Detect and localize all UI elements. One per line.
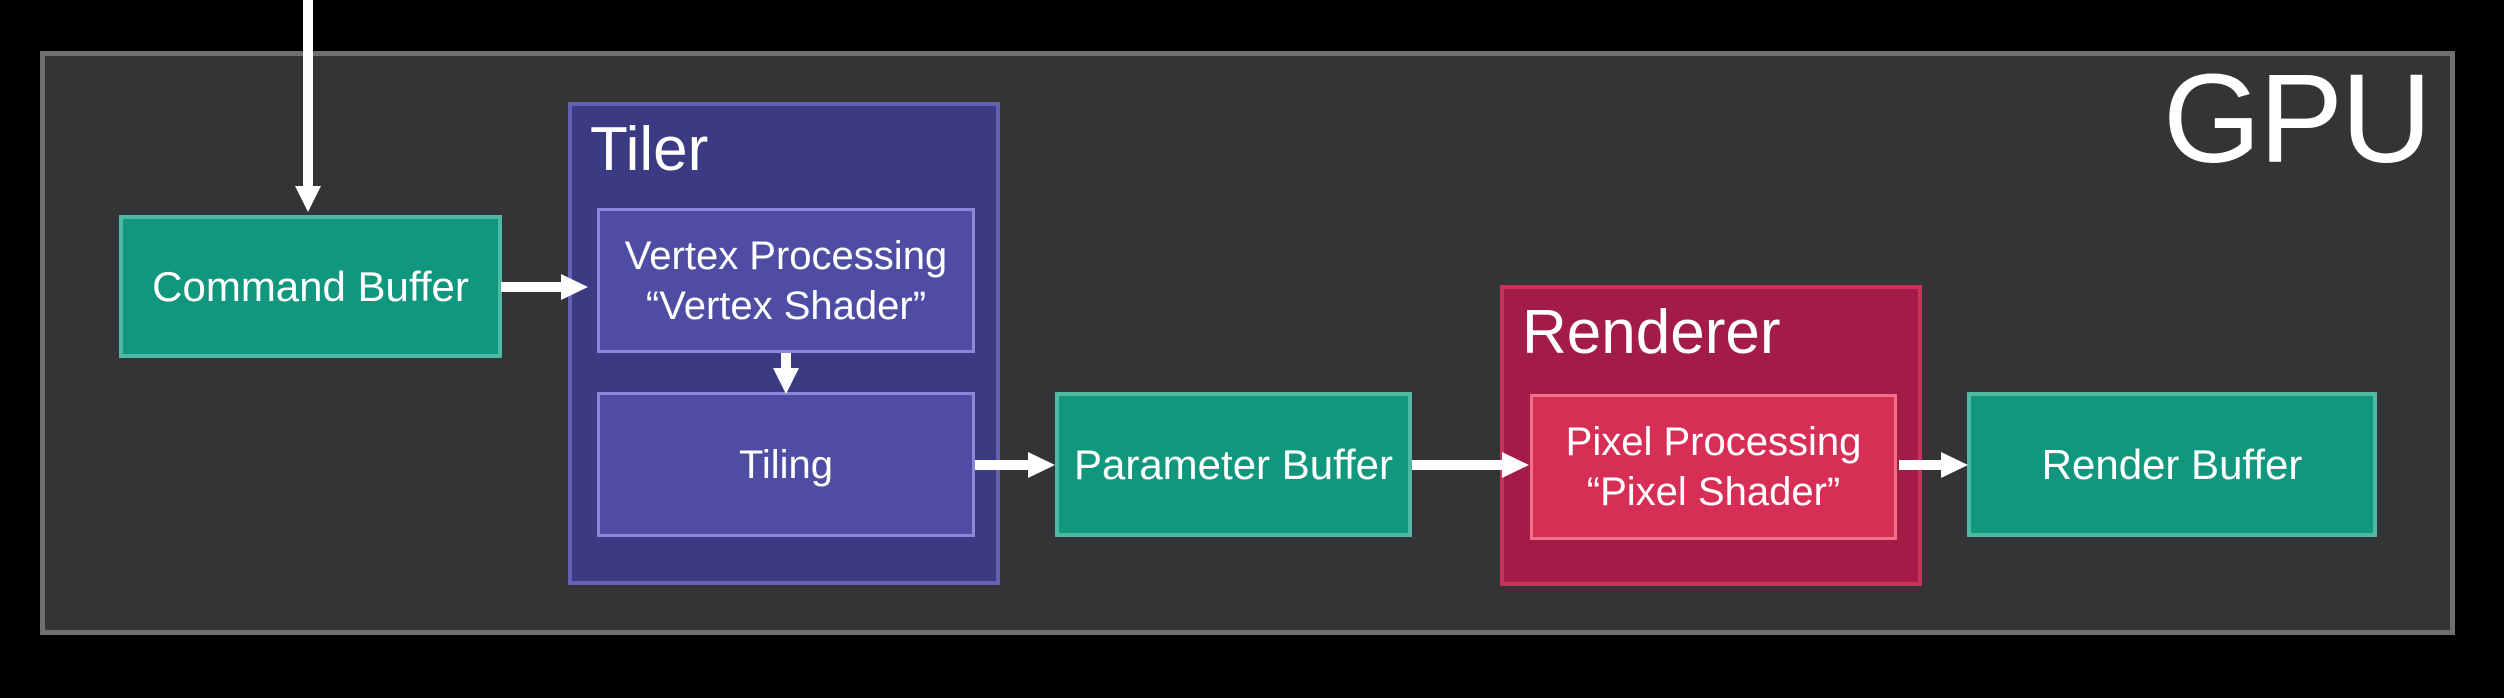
container-renderer: Renderer Pixel Processing “Pixel Shader”: [1500, 285, 1922, 586]
node-pixel-processing: Pixel Processing “Pixel Shader”: [1530, 394, 1897, 540]
arrow-shaft: [781, 353, 791, 369]
node-pixel-processing-line1: Pixel Processing: [1565, 420, 1862, 464]
arrow-shaft: [975, 460, 1028, 470]
node-command-buffer-label: Command Buffer: [152, 262, 469, 310]
node-pixel-processing-line2: “Pixel Shader”: [1586, 470, 1841, 514]
container-tiler: Tiler Vertex Processing “Vertex Shader” …: [568, 102, 1000, 585]
node-render-buffer-label: Render Buffer: [2041, 440, 2303, 488]
arrow-shaft: [501, 282, 561, 292]
node-parameter-buffer-label: Parameter Buffer: [1073, 440, 1394, 488]
arrow-shaft: [1899, 460, 1941, 470]
node-tiling: Tiling: [597, 392, 975, 537]
node-vertex-processing-line1: Vertex Processing: [624, 233, 948, 278]
arrow-shaft: [1412, 460, 1502, 470]
container-renderer-label: Renderer: [1522, 298, 1781, 367]
arrow-head-icon: [561, 274, 588, 300]
arrow-shaft: [303, 0, 313, 186]
container-tiler-label: Tiler: [590, 115, 709, 184]
node-command-buffer: Command Buffer: [119, 215, 502, 358]
arrow-head-icon: [1502, 452, 1529, 478]
node-vertex-processing: Vertex Processing “Vertex Shader”: [597, 208, 975, 353]
arrow-head-icon: [295, 186, 321, 212]
node-parameter-buffer: Parameter Buffer: [1055, 392, 1412, 537]
arrow-head-icon: [1028, 452, 1055, 478]
node-tiling-label: Tiling: [738, 442, 834, 487]
gpu-panel-title: GPU: [2162, 48, 2432, 189]
arrow-head-icon: [773, 368, 799, 394]
node-render-buffer: Render Buffer: [1967, 392, 2377, 537]
arrow-head-icon: [1941, 452, 1968, 478]
node-vertex-processing-line2: “Vertex Shader”: [645, 283, 927, 328]
